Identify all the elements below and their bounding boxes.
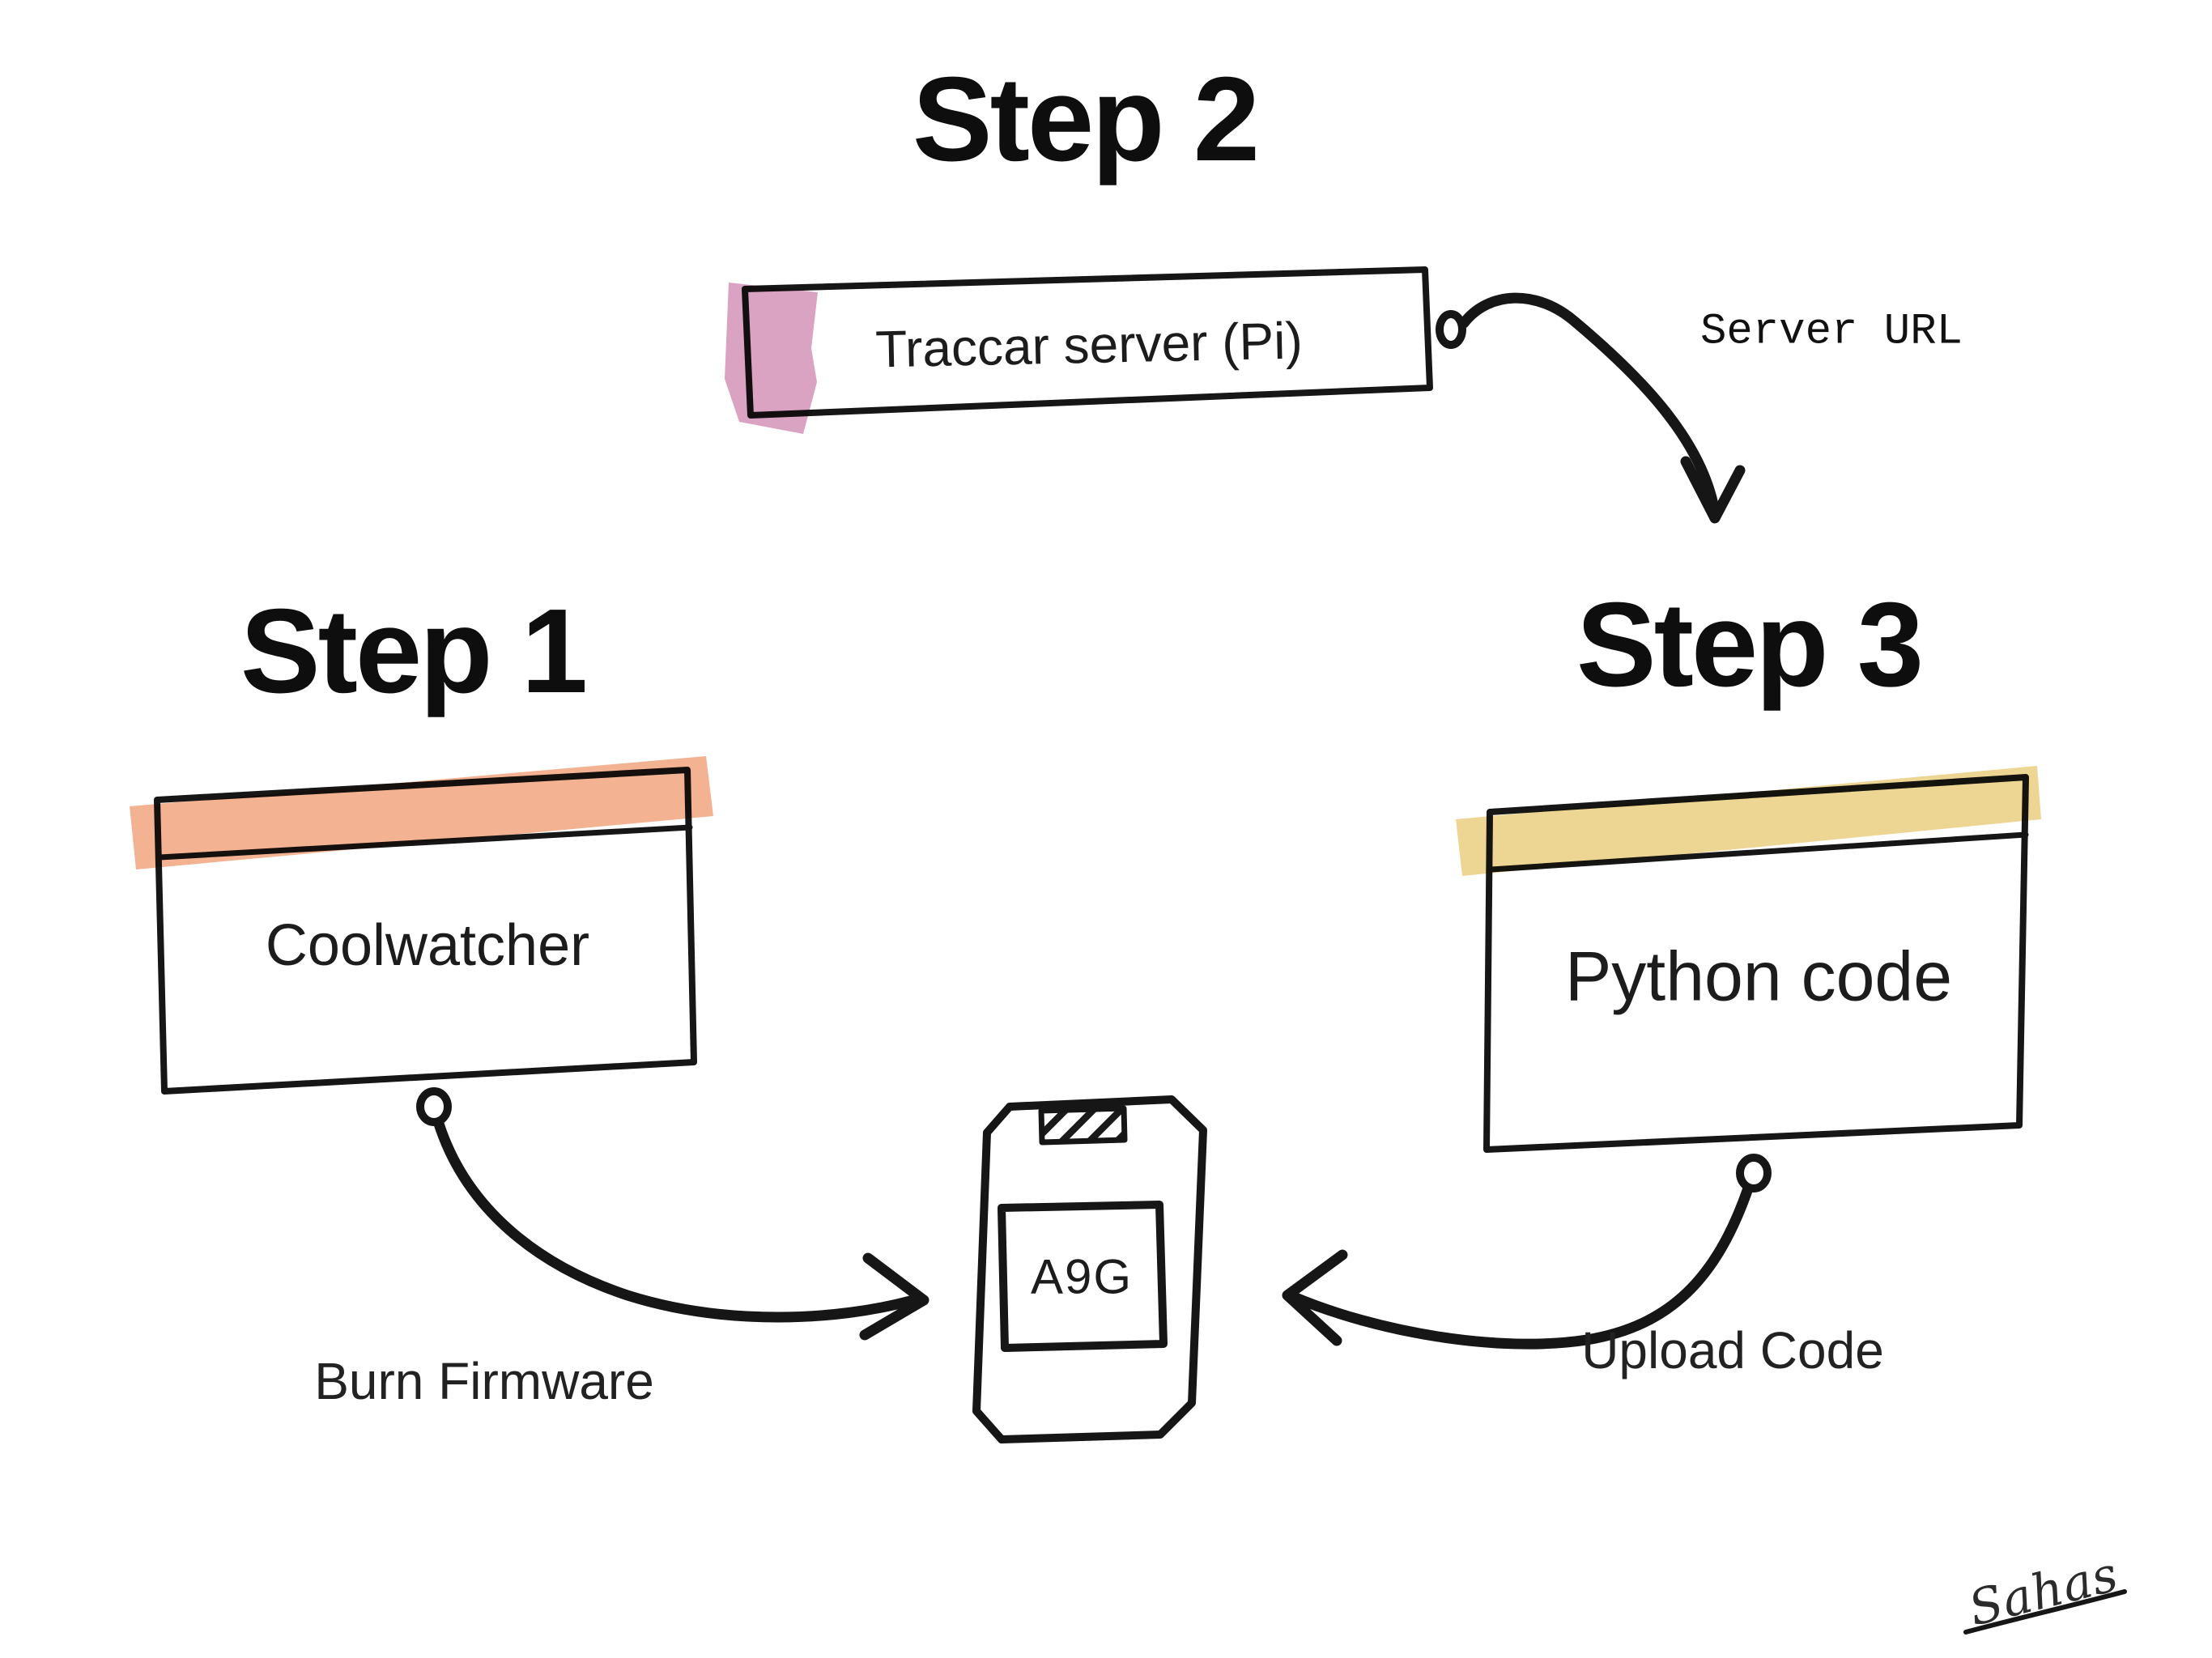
a9g-device [972,1095,1207,1443]
a9g-chip-label: A9G [1030,1249,1134,1304]
coolwatcher-label: Coolwatcher [265,913,590,978]
step1-title: Step 1 [240,585,588,718]
device-outline [972,1095,1207,1443]
upload-code-label: Upload Code [1581,1321,1884,1380]
chip-outline [998,1201,1168,1352]
burn-firmware-label: Burn Firmware [314,1352,654,1410]
server-url-arrow [1458,292,1720,514]
salmon-highlight [130,756,713,869]
burn-firmware-arrow-origin-dot [416,1087,452,1126]
pink-highlight [725,283,818,434]
yellow-highlight [1456,766,2041,876]
upload-code-arrow-origin-dot [1736,1154,1772,1192]
step3-title: Step 3 [1576,578,1924,712]
python-code-label: Python code [1564,937,1953,1016]
burn-firmware-arrowhead [859,1252,929,1341]
traccar-server-label: Traccar server (Pi) [874,311,1304,379]
burn-firmware-arrow [433,1118,919,1323]
device-connector-hatch [1038,1105,1128,1146]
upload-code-arrow [1288,1183,1754,1350]
server-url-arrow-origin-dot [1436,310,1466,349]
server-url-label: Server URL [1699,307,1963,357]
server-url-arrowhead [1680,456,1746,524]
arrows [416,292,1772,1350]
step2-title: Step 2 [912,53,1260,186]
upload-code-arrowhead [1282,1249,1348,1346]
highlighter-marks [130,283,2041,876]
signature-underline [1963,1589,2127,1635]
